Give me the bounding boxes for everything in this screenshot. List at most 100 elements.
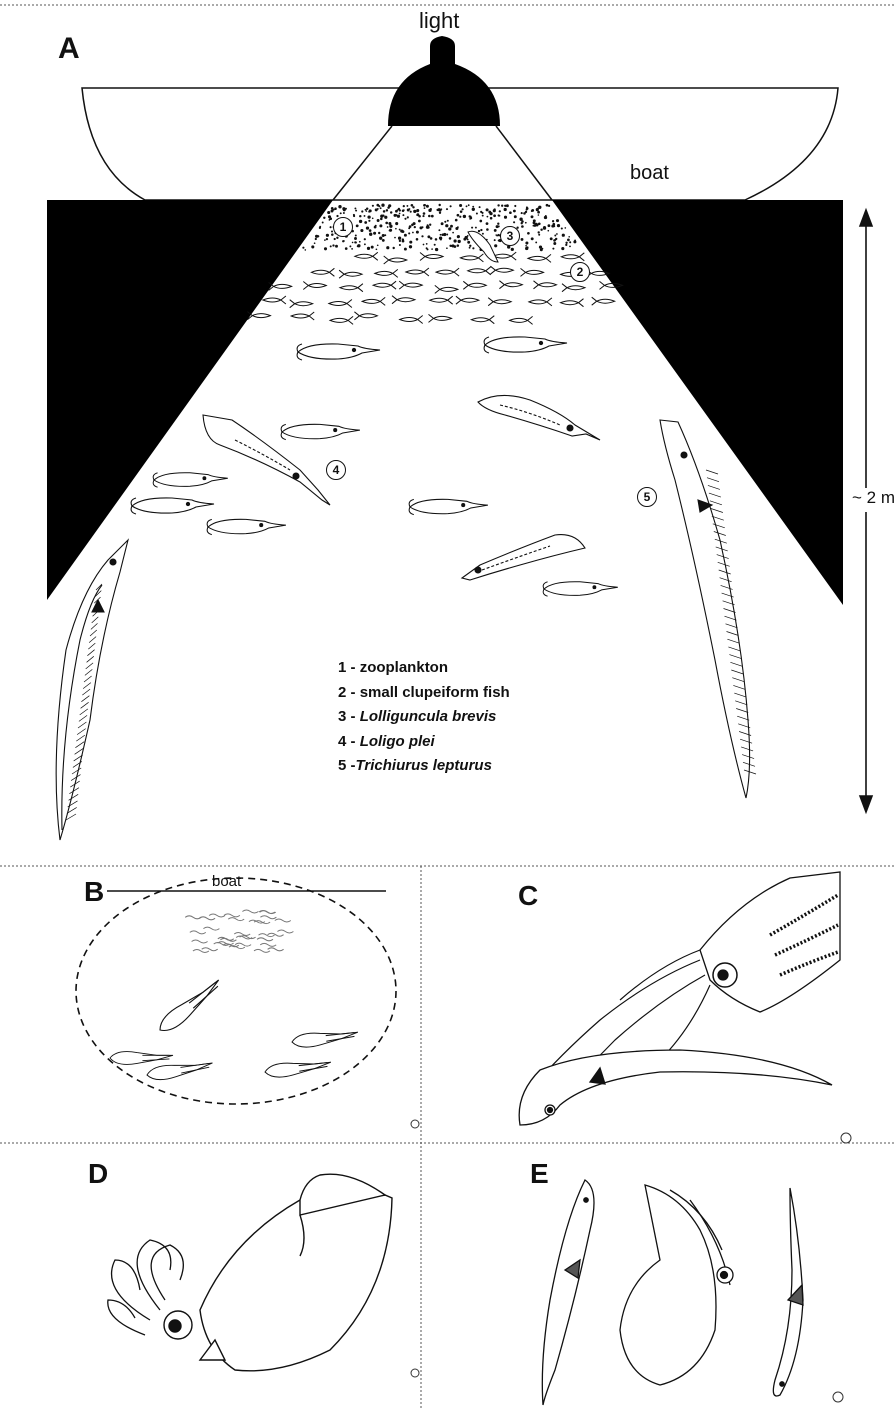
plankton-dot	[342, 240, 344, 242]
plankton-dot	[538, 214, 540, 216]
small-fish	[375, 269, 398, 277]
small-fish	[303, 282, 326, 290]
plankton-dot	[336, 237, 338, 239]
plankton-dot	[351, 248, 353, 250]
panel-e-letter: E	[530, 1158, 549, 1190]
patterned-squid-right-top	[478, 395, 600, 440]
plankton-dot	[397, 209, 399, 211]
plankton-dot	[556, 233, 558, 235]
plankton-dot	[380, 218, 383, 221]
plankton-dot	[355, 242, 357, 244]
plankton-dot	[399, 213, 401, 215]
small-fish	[291, 312, 314, 320]
small-fish	[528, 254, 551, 262]
plankton-squiggle	[277, 930, 293, 933]
species-legend: 1 - zooplankton 2 - small clupeiform fis…	[338, 656, 510, 779]
plankton-dot	[386, 209, 388, 211]
plankton-dot	[354, 237, 357, 240]
small-fish	[354, 312, 377, 320]
plankton-dot	[463, 238, 466, 241]
plankton-dot	[443, 233, 446, 236]
plankton-squiggle	[199, 917, 215, 920]
plankton-dot	[538, 234, 540, 236]
panel-b-squids	[110, 976, 359, 1081]
plankton-dot	[421, 235, 423, 237]
plankton-dot	[352, 242, 354, 244]
plankton-dot	[525, 211, 527, 213]
plankton-dot	[562, 234, 565, 237]
plankton-dot	[397, 215, 400, 218]
plankton-dot	[521, 238, 524, 241]
small-fish	[263, 296, 286, 304]
plankton-dot	[521, 225, 524, 228]
plankton-dot	[466, 205, 468, 207]
squid	[484, 337, 567, 353]
plankton-dot	[302, 247, 304, 249]
plankton-dot	[375, 208, 378, 211]
squid	[409, 499, 488, 514]
plankton-dot	[406, 205, 408, 207]
dark-water-left	[47, 200, 333, 600]
plankton-dot	[447, 220, 449, 222]
legend-item: 3 - Lolliguncula brevis	[338, 705, 510, 730]
plankton-dot	[371, 246, 374, 249]
plankton-dot	[511, 248, 514, 251]
small-fish	[290, 300, 313, 308]
boat-label-a: boat	[630, 162, 669, 185]
plankton-dot	[403, 205, 405, 207]
plankton-dot	[395, 228, 397, 230]
plankton-dot	[340, 212, 342, 214]
plankton-dot	[446, 247, 448, 249]
plankton-dot	[526, 243, 528, 245]
small-fish	[471, 316, 494, 324]
plankton-dot	[423, 244, 425, 246]
plankton-dot	[418, 215, 421, 218]
plankton-dot	[550, 237, 553, 240]
plankton-dot	[385, 222, 388, 225]
plankton-dot	[399, 244, 401, 246]
plankton-dot	[379, 237, 382, 240]
plankton-dot	[333, 209, 335, 211]
boat-label-b: boat	[212, 873, 241, 890]
plankton-dot	[548, 205, 550, 207]
plankton-dot	[457, 235, 460, 238]
squid	[131, 498, 214, 514]
plankton-dot	[398, 237, 401, 240]
plankton-dot	[424, 207, 426, 209]
plankton-dot	[407, 209, 410, 212]
plankton-dot	[389, 230, 391, 232]
small-fish	[430, 296, 453, 304]
plankton-dot	[438, 204, 440, 206]
plankton-dot	[552, 220, 554, 222]
plankton-dot	[535, 241, 537, 243]
small-fish	[499, 281, 522, 289]
plankton-dot	[332, 244, 334, 246]
plankton-dot	[490, 217, 493, 220]
small-fish	[490, 266, 513, 274]
plankton-dot	[480, 211, 482, 213]
plankton-dot	[555, 239, 557, 241]
plankton-dot	[412, 206, 414, 208]
ribbonfish-prey	[519, 1050, 832, 1125]
small-fish	[561, 299, 584, 307]
plankton-dot	[304, 249, 306, 251]
plankton-dot	[514, 215, 517, 218]
plankton-squiggle	[254, 949, 270, 952]
plankton-dot	[382, 214, 384, 216]
plankton-dot	[493, 214, 496, 217]
plankton-squiggle	[209, 914, 225, 917]
plankton-dot	[426, 205, 429, 208]
plankton-dot	[372, 205, 374, 207]
plankton-dot	[311, 245, 314, 248]
plankton-dot	[448, 227, 451, 230]
squid	[207, 519, 286, 534]
small-fish	[429, 314, 452, 322]
panel-b-plankton	[185, 910, 293, 953]
plankton-dot	[404, 234, 407, 237]
plankton-dot	[328, 215, 331, 218]
plankton-dot	[531, 210, 533, 212]
plankton-dot	[435, 248, 438, 251]
plankton-dot	[319, 226, 321, 228]
plankton-dot	[460, 210, 463, 213]
plankton-dot	[469, 245, 471, 247]
